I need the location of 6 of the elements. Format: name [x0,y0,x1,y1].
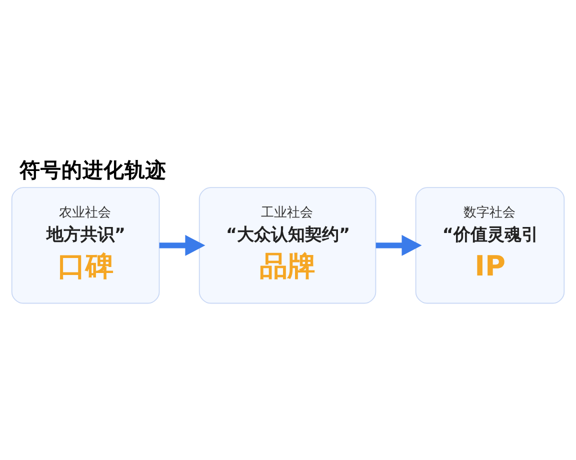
arrow [159,234,206,256]
node-box: 工业社会 “大众认知契约” 品牌 [198,186,376,304]
arrow [376,234,422,256]
diagram-title: 符号的进化轨迹 [19,157,166,182]
node-box: 农业社会 地方共识” 口碑 [11,186,160,304]
node-box: 数字社会 “价值灵魂引 IP [415,186,565,304]
